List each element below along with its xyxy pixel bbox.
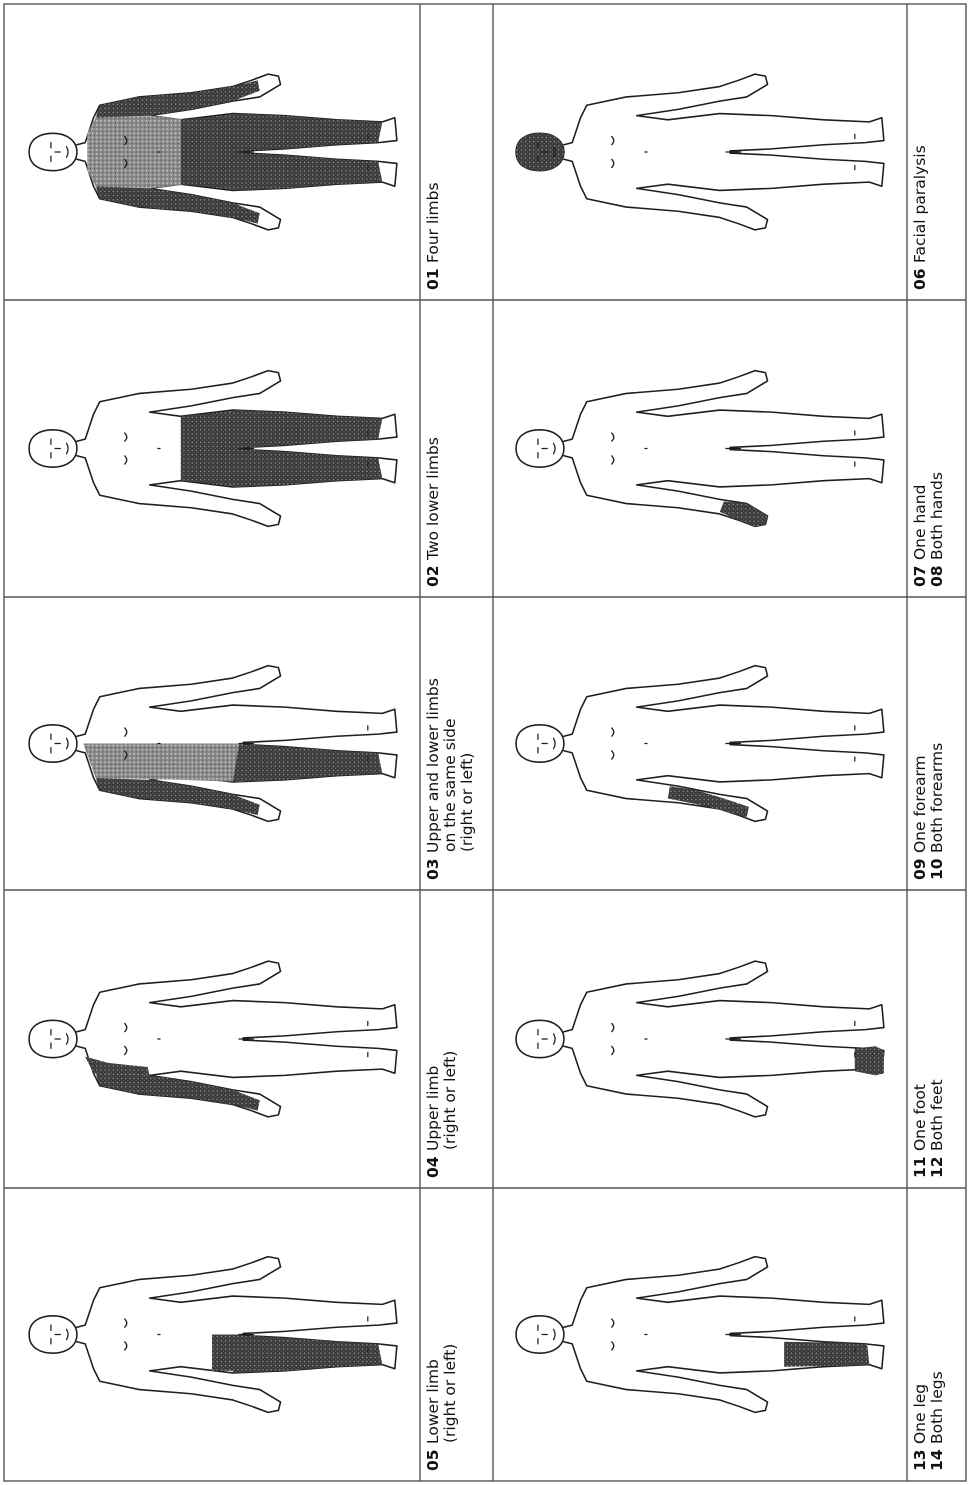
shaded-side-l: [83, 744, 243, 782]
shaded-torso-lower: [181, 114, 243, 191]
figure-07: [516, 371, 884, 527]
label-text: Four limbs: [424, 182, 442, 263]
label-text: Both forearms: [928, 743, 946, 853]
label-code: 09: [911, 853, 929, 880]
figure-13: [516, 1257, 884, 1413]
label-line: 08 Both hands: [928, 472, 946, 587]
shaded-leg-r: [233, 114, 383, 151]
label-line: 12 Both feet: [928, 1079, 946, 1178]
label-code: 06: [911, 263, 929, 290]
label-code: 13: [911, 1444, 929, 1471]
label-code: 12: [928, 1151, 946, 1178]
figure-03: [29, 666, 397, 822]
figure-05: [29, 1257, 397, 1413]
shaded-leg-l: [233, 745, 383, 782]
label-line: (right or left): [441, 1051, 459, 1150]
label-01: 01 Four limbs: [424, 182, 442, 290]
label-code: 08: [928, 560, 946, 587]
label-text: (right or left): [458, 753, 476, 852]
label-line: 06 Facial paralysis: [911, 145, 929, 290]
label-line: 11 One foot: [911, 1084, 929, 1178]
shaded-shin-l: [784, 1342, 869, 1367]
label-code: 02: [424, 560, 442, 587]
shaded-leg-l: [233, 450, 383, 487]
label-line: 07 One hand: [911, 485, 929, 587]
label-text: Two lower limbs: [424, 437, 442, 561]
shaded-head: [516, 133, 564, 170]
figure-02: [29, 371, 397, 527]
label-line: 02 Two lower limbs: [424, 437, 442, 587]
label-line: 04 Upper limb: [424, 1066, 442, 1178]
label-06: 06 Facial paralysis: [911, 145, 929, 290]
figure-09: [516, 666, 884, 822]
label-line: 10 Both forearms: [928, 743, 946, 880]
body-outline: [516, 961, 884, 1117]
label-02: 02 Two lower limbs: [424, 437, 442, 587]
label-text: One forearm: [911, 755, 929, 853]
panels: 01 Four limbs 02 Two lower limbs 03 Upper …: [29, 74, 946, 1471]
body-outline: [516, 74, 884, 230]
label-code: 11: [911, 1151, 929, 1178]
label-text: One foot: [911, 1084, 929, 1151]
label-line: 14 Both legs: [928, 1371, 946, 1471]
label-line: 13 One leg: [911, 1384, 929, 1471]
figure-04: [29, 961, 397, 1117]
figure-01: [29, 74, 397, 230]
shaded-leg-r: [233, 410, 383, 447]
label-text: Both legs: [928, 1371, 946, 1444]
label-code: 03: [424, 853, 442, 880]
label-code: 14: [928, 1444, 946, 1471]
label-05: 05 Lower limb(right or left): [424, 1344, 459, 1471]
label-text: Lower limb: [424, 1359, 442, 1444]
figure-11: [516, 961, 884, 1117]
label-code: 01: [424, 263, 442, 290]
label-line: 09 One forearm: [911, 755, 929, 880]
label-code: 10: [928, 853, 946, 880]
label-text: (right or left): [441, 1051, 459, 1150]
label-text: Upper and lower limbs: [424, 678, 442, 853]
label-text: One hand: [911, 485, 929, 560]
label-text: One leg: [911, 1384, 929, 1444]
label-text: Facial paralysis: [911, 145, 929, 263]
label-line: 01 Four limbs: [424, 182, 442, 290]
shaded-leg-l: [233, 1336, 383, 1373]
label-text: Both feet: [928, 1079, 946, 1151]
shaded-foot-l: [855, 1046, 884, 1075]
shaded-leg-l: [233, 153, 383, 190]
label-04: 04 Upper limb(right or left): [424, 1051, 459, 1178]
label-code: 05: [424, 1444, 442, 1471]
figure-06: [516, 74, 884, 230]
shaded-torso-upper: [87, 116, 186, 189]
shaded-torso-lower: [181, 410, 243, 487]
label-line: 03 Upper and lower limbs: [424, 678, 442, 880]
label-line: 05 Lower limb: [424, 1359, 442, 1471]
label-line: (right or left): [441, 1344, 459, 1443]
body-outline: [516, 1257, 884, 1413]
label-text: Both hands: [928, 472, 946, 560]
label-text: on the same side: [441, 719, 459, 853]
label-code: 04: [424, 1151, 442, 1178]
body-outline: [516, 371, 884, 527]
label-line: on the same side: [441, 719, 459, 853]
label-line: (right or left): [458, 753, 476, 852]
label-text: Upper limb: [424, 1066, 442, 1151]
label-code: 07: [911, 560, 929, 587]
label-text: (right or left): [441, 1344, 459, 1443]
